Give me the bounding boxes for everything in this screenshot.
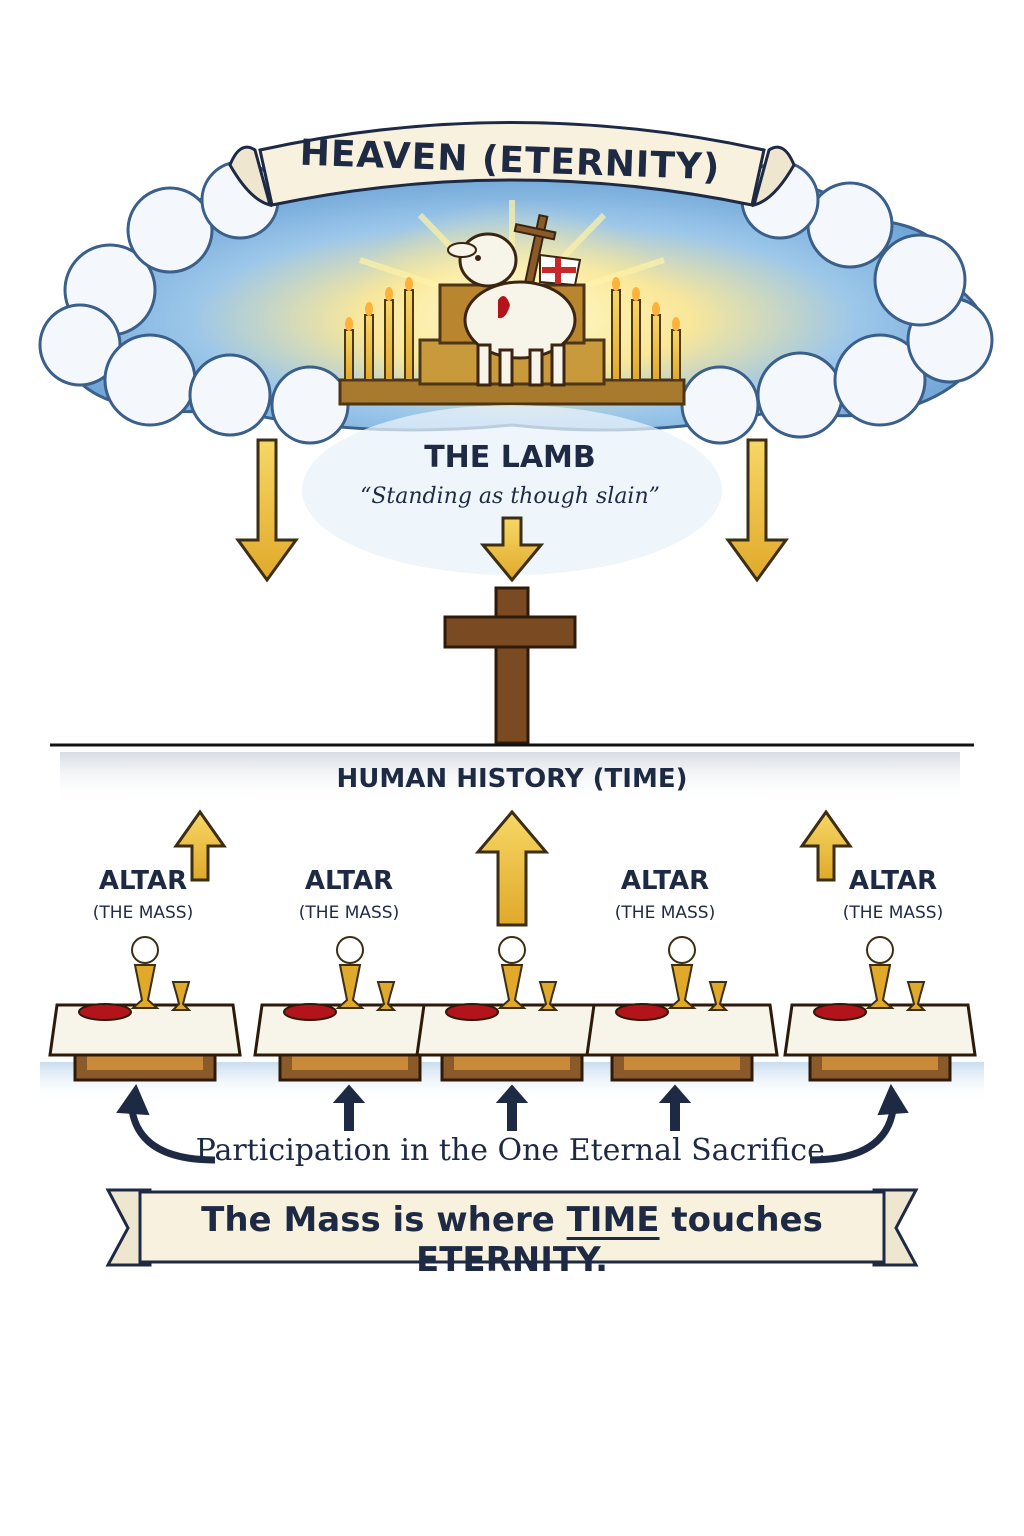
cup-icon [707, 981, 729, 1011]
altar-title-3: ALTAR [620, 866, 710, 896]
up-arrow-navy-3 [658, 1084, 692, 1131]
lamb-caption-cloud [302, 405, 722, 575]
participation-arrows [116, 1083, 909, 1164]
altar-base-panel [822, 1056, 938, 1070]
altar-table-5 [783, 936, 977, 1082]
altar-table-3 [415, 936, 609, 1082]
chalice-icon [130, 964, 160, 1009]
altar-base-panel [292, 1056, 408, 1070]
lamb-of-god [447, 213, 582, 387]
down-arrow-right [725, 438, 789, 583]
altar-corporal [283, 1003, 337, 1021]
down-arrow-left [235, 438, 299, 583]
altar-table-4 [585, 936, 779, 1082]
altar-corporal [445, 1003, 499, 1021]
curved-arrow-left-head [116, 1083, 150, 1116]
altar-subtitle-4: (THE MASS) [842, 903, 944, 923]
lamb-quote: “Standing as though slain” [360, 484, 660, 509]
history-up-arrows [173, 809, 853, 927]
altar-corporal [813, 1003, 867, 1021]
lamb-title: THE LAMB [424, 440, 596, 475]
host-icon [668, 936, 696, 964]
altar-title-2: ALTAR [304, 866, 394, 896]
up-arrow-left [173, 809, 227, 882]
curved-arrow-right-head [877, 1083, 909, 1116]
banner-text-after: touches ETERNITY. [415, 1200, 823, 1280]
chalice-icon [335, 964, 365, 1009]
cross-icon [443, 586, 577, 745]
altar-table-1 [48, 936, 242, 1082]
down-arrow-center [479, 516, 545, 583]
altars [48, 936, 977, 1082]
altar-base-panel [87, 1056, 203, 1070]
host-icon [336, 936, 364, 964]
cup-icon [170, 981, 192, 1011]
altar-base-panel [454, 1056, 570, 1070]
up-arrow-navy-2 [495, 1084, 529, 1131]
host-icon [498, 936, 526, 964]
history-label: HUMAN HISTORY (TIME) [336, 764, 688, 794]
curved-arrow-left [128, 1109, 216, 1164]
altar-base-panel [624, 1056, 740, 1070]
cup-icon [375, 981, 397, 1011]
altar-table-2 [253, 936, 447, 1082]
up-arrow-right [799, 809, 853, 882]
chalice-icon [497, 964, 527, 1009]
host-icon [131, 936, 159, 964]
bottom-banner [105, 1188, 919, 1267]
up-arrow-navy-1 [332, 1084, 366, 1131]
chalice-icon [865, 964, 895, 1009]
chalice-icon [667, 964, 697, 1009]
altar-subtitle-1: (THE MASS) [92, 903, 194, 923]
altar-title-4: ALTAR [848, 866, 938, 896]
altar-title-1: ALTAR [98, 866, 188, 896]
participation-text: Participation in the One Eternal Sacrifi… [195, 1133, 835, 1168]
banner-text-emphasis: TIME [566, 1200, 660, 1240]
host-icon [866, 936, 894, 964]
altar-corporal [615, 1003, 669, 1021]
banner-text-before: The Mass is where [201, 1200, 567, 1240]
curved-arrow-right [809, 1109, 897, 1164]
heaven-banner [228, 121, 796, 208]
altar-subtitle-2: (THE MASS) [298, 903, 400, 923]
heaven-down-arrows [235, 438, 789, 583]
cup-icon [905, 981, 927, 1011]
history-band [60, 752, 960, 802]
altar-subtitle-3: (THE MASS) [614, 903, 716, 923]
banner-text: The Mass is where TIME touches ETERNITY. [140, 1200, 884, 1280]
altar-corporal [78, 1003, 132, 1021]
up-arrow-center [474, 809, 550, 927]
cup-icon [537, 981, 559, 1011]
